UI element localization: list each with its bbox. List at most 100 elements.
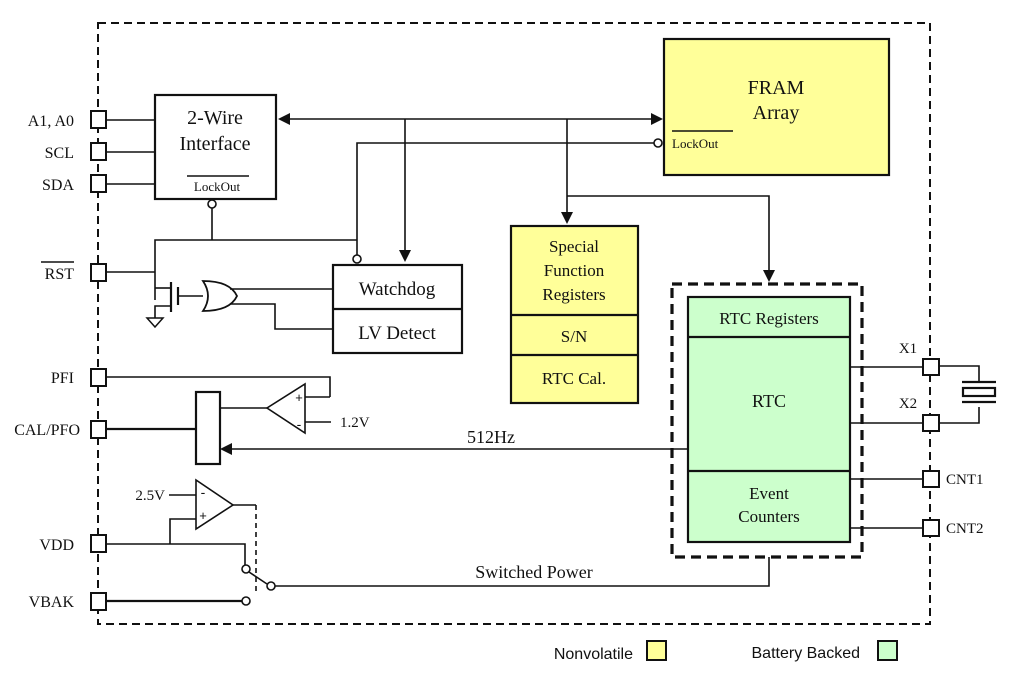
event-counters-title-1: Event — [749, 484, 789, 503]
pin-pad-x2 — [922, 414, 940, 432]
ref-2v5-label: 2.5V — [135, 488, 165, 504]
pin-pad-x1 — [922, 358, 940, 376]
watchdog-lockout-bubble — [352, 254, 362, 264]
legend-nonvolatile-label: Nonvolatile — [554, 646, 633, 663]
or-gate — [201, 280, 238, 312]
crystal-icon — [939, 365, 997, 424]
legend-nonvolatile-swatch — [646, 640, 667, 661]
power-comparator-plus: + — [199, 508, 207, 523]
wire-pfi — [106, 376, 331, 397]
pin-label-rst: RST — [45, 266, 75, 283]
sfr-arrow — [561, 212, 573, 224]
pin-pad-vdd — [90, 534, 107, 553]
pin-label-scl: SCL — [45, 145, 74, 162]
power-switch-blade — [248, 571, 268, 585]
sfr-sn-label: S/N — [561, 327, 587, 346]
pin-label-a1a0: A1, A0 — [28, 113, 74, 130]
sfr-rtc-cal-label: RTC Cal. — [542, 369, 606, 388]
sfr-title-2: Function — [544, 261, 605, 280]
watchdog-label: Watchdog — [359, 279, 436, 300]
switched-power-label: Switched Power — [475, 562, 592, 582]
pin-x1: X1 — [899, 341, 940, 376]
rtc-label: RTC — [752, 391, 786, 411]
two-wire-title-1: 2-Wire — [187, 107, 243, 129]
pin-label-calpfo: CAL/PFO — [14, 422, 80, 439]
sfr-block: Special Function Registers S/N RTC Cal. — [509, 224, 640, 405]
pin-label-vdd: VDD — [39, 537, 74, 554]
pin-sda: SDA — [42, 174, 107, 194]
legend-battery-backed-swatch — [877, 640, 898, 661]
legend: Nonvolatile Battery Backed — [554, 640, 898, 663]
pin-pfi: PFI — [51, 368, 107, 387]
pin-pad-sda — [90, 174, 107, 193]
two-wire-lockout-bubble — [207, 199, 217, 209]
pin-label-cnt1: CNT1 — [946, 472, 984, 488]
nmos-transistor — [145, 282, 203, 329]
switch-contact-vdd — [241, 564, 251, 574]
rtc-arrow — [763, 270, 775, 282]
pin-label-x1: X1 — [899, 341, 917, 357]
reset-node — [154, 239, 357, 300]
pin-x2: X2 — [899, 396, 940, 432]
pin-cnt2: CNT2 — [922, 519, 984, 537]
two-wire-interface-block: 2-Wire Interface LockOut — [153, 93, 278, 201]
bus-arrow-right — [651, 113, 663, 125]
switch-contact-vbak — [241, 596, 251, 606]
wire-lvdetect-or — [230, 303, 333, 330]
pin-a1a0: A1, A0 — [28, 110, 107, 130]
pin-pad-a1a0 — [90, 110, 107, 129]
pin-pad-cnt1 — [922, 470, 940, 488]
wire-vdd — [106, 543, 246, 565]
fram-lockout-bubble — [653, 138, 663, 148]
fram-title-1: FRAM — [748, 77, 805, 99]
chip-boundary — [97, 22, 931, 625]
pin-pad-calpfo — [90, 420, 107, 439]
rtc-registers-label: RTC Registers — [719, 309, 819, 328]
sfr-title-1: Special — [549, 237, 599, 256]
freq-512hz-label: 512Hz — [467, 427, 515, 447]
sfr-title-3: Registers — [542, 285, 605, 304]
pin-pad-vbak — [90, 592, 107, 611]
rtc-block: RTC Registers RTC Event Counters — [686, 295, 852, 544]
legend-battery-backed-label: Battery Backed — [752, 645, 861, 662]
pin-pad-cnt2 — [922, 519, 940, 537]
pin-label-sda: SDA — [42, 177, 74, 194]
ground-icon — [145, 317, 165, 329]
ref-1v2-label: 1.2V — [340, 415, 370, 431]
power-comparator-minus: - — [201, 484, 206, 500]
fram-lockout-label: LockOut — [672, 136, 719, 151]
two-wire-title-2: Interface — [179, 133, 250, 155]
two-wire-lockout-label: LockOut — [194, 179, 241, 194]
pin-rst: RST — [41, 261, 107, 283]
battery-backed-region — [670, 282, 864, 559]
pin-vbak: VBAK — [29, 592, 107, 611]
pin-cnt1: CNT1 — [922, 470, 984, 488]
fram-array-block: FRAM Array LockOut — [662, 37, 891, 177]
pfi-comparator — [265, 382, 306, 435]
power-comparator — [195, 478, 235, 531]
wire-switched-power — [275, 557, 770, 587]
pin-pad-pfi — [90, 368, 107, 387]
pin-label-x2: X2 — [899, 396, 917, 412]
switch-common — [266, 581, 276, 591]
event-counters-title-2: Counters — [738, 507, 799, 526]
pin-label-vbak: VBAK — [29, 594, 75, 611]
pin-pad-rst — [90, 263, 107, 282]
pin-calpfo: CAL/PFO — [14, 420, 107, 439]
watchdog-arrow — [399, 250, 411, 262]
arrow-512hz — [220, 443, 232, 455]
fram-title-2: Array — [753, 102, 800, 124]
bus-arrow-left — [278, 113, 290, 125]
pfi-comparator-plus: + — [295, 390, 303, 405]
pin-label-cnt2: CNT2 — [946, 521, 984, 537]
lockout-line — [356, 142, 654, 255]
wire-vdd-comparator — [169, 518, 196, 544]
output-mux — [194, 390, 222, 466]
pin-label-pfi: PFI — [51, 370, 74, 387]
bus-branch-rtc — [567, 195, 770, 270]
pin-vdd: VDD — [39, 534, 107, 554]
pin-scl: SCL — [45, 142, 107, 162]
pfi-comparator-minus: - — [297, 416, 302, 432]
lv-detect-label: LV Detect — [358, 323, 436, 344]
